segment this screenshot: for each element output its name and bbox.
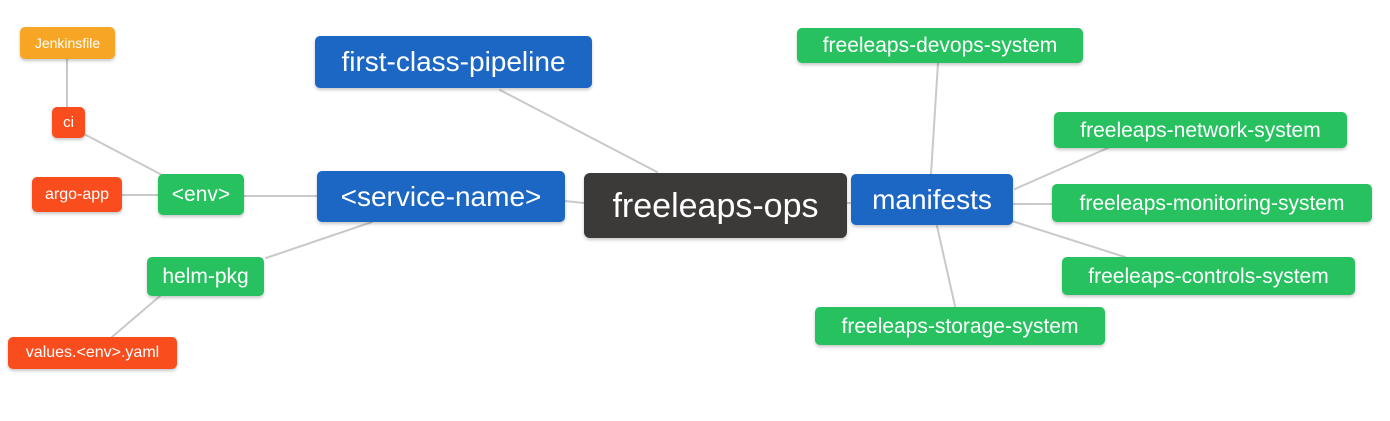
node-freeleaps-network-system[interactable]: freeleaps-network-system [1054, 112, 1347, 148]
edge-service-name-to-freeleaps-ops [564, 200, 585, 204]
node-freeleaps-monitoring-system[interactable]: freeleaps-monitoring-system [1052, 184, 1372, 222]
edge-manifests-to-freeleaps-controls-system [1011, 220, 1126, 258]
node-freeleaps-controls-system[interactable]: freeleaps-controls-system [1062, 257, 1355, 295]
node-manifests[interactable]: manifests [851, 174, 1013, 225]
edge-helm-pkg-to-service-name [265, 221, 373, 259]
node-jenkinsfile[interactable]: Jenkinsfile [20, 27, 115, 59]
node-freeleaps-ops[interactable]: freeleaps-ops [584, 173, 847, 238]
node-env[interactable]: <env> [158, 174, 244, 215]
node-ci[interactable]: ci [52, 107, 85, 138]
node-argo-app[interactable]: argo-app [32, 177, 122, 212]
node-freeleaps-storage-system[interactable]: freeleaps-storage-system [815, 307, 1105, 345]
edge-manifests-to-freeleaps-network-system [1014, 146, 1111, 190]
edge-manifests-to-freeleaps-devops-system [930, 62, 939, 175]
node-service-name[interactable]: <service-name> [317, 171, 565, 222]
edge-ci-to-env [83, 133, 165, 177]
node-first-class-pipeline[interactable]: first-class-pipeline [315, 36, 592, 88]
node-values-env-yaml[interactable]: values.<env>.yaml [8, 337, 177, 369]
node-freeleaps-devops-system[interactable]: freeleaps-devops-system [797, 28, 1083, 63]
edge-first-class-pipeline-to-freeleaps-ops [499, 89, 658, 173]
node-helm-pkg[interactable]: helm-pkg [147, 257, 264, 296]
edge-manifests-to-freeleaps-storage-system [936, 225, 956, 307]
edge-values-env-yaml-to-helm-pkg [111, 295, 161, 338]
